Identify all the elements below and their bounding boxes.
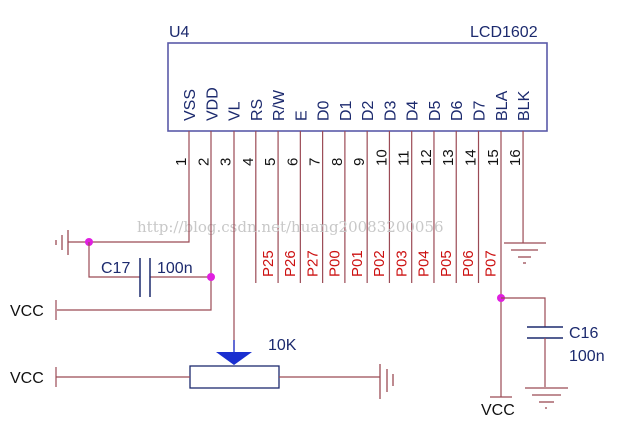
potentiometer-body (189, 365, 280, 389)
pin-number-10: 10 (373, 149, 390, 166)
pin-number-4: 4 (240, 158, 257, 166)
component-designator: U4 (169, 24, 190, 41)
pin-name-8: D1 (338, 100, 355, 121)
ground-symbol-blk (504, 242, 546, 264)
pin-name-4: RS (249, 99, 266, 121)
net-label-p03: P03 (393, 250, 410, 277)
pin-wires (255, 131, 524, 283)
pin-number-13: 13 (440, 149, 457, 166)
vcc-label-vdd: VCC (10, 303, 44, 320)
pin-number-14: 14 (463, 149, 480, 166)
ground-symbol-vss (55, 230, 88, 255)
pin-name-6: E (293, 110, 310, 121)
pin-name-3: VL (227, 101, 244, 121)
component-part-name: LCD1602 (470, 24, 538, 41)
c17-designator: C17 (101, 260, 130, 277)
pin-number-5: 5 (262, 158, 279, 166)
pin-name-10: D3 (382, 100, 399, 121)
pin-name-16: BLK (516, 90, 533, 121)
vcc-label-bla: VCC (481, 402, 515, 419)
pin-name-5: R/W (271, 89, 288, 121)
pin-name-14: D7 (472, 100, 489, 121)
pin-number-2: 2 (195, 158, 212, 166)
net-label-p27: P27 (304, 250, 321, 277)
pin-number-12: 12 (418, 149, 435, 166)
net-label-p25: P25 (260, 250, 277, 277)
vss-wire (88, 131, 190, 243)
pin-number-1: 1 (173, 158, 190, 166)
net-label-p07: P07 (483, 250, 500, 277)
pin-name-9: D2 (360, 100, 377, 121)
pin-name-7: D0 (316, 100, 333, 121)
pin-number-8: 8 (329, 158, 346, 166)
net-label-p26: P26 (282, 250, 299, 277)
c17-left-wire (88, 242, 140, 278)
pin-number-3: 3 (218, 158, 235, 166)
pin-number-15: 15 (485, 149, 502, 166)
pin-name-1: VSS (182, 89, 199, 121)
pot-value: 10K (268, 337, 297, 354)
pin-name-2: VDD (204, 87, 221, 121)
c16-value: 100n (569, 348, 605, 365)
watermark-text: http://blog.csdn.net/huang20083200056 (137, 218, 444, 236)
pin-name-11: D4 (405, 100, 422, 121)
wiper-arrow-icon (216, 352, 252, 365)
net-label-p00: P00 (327, 250, 344, 277)
net-label-p06: P06 (460, 250, 477, 277)
capacitor-c16 (527, 326, 563, 339)
ground-symbol-c16 (525, 387, 568, 409)
c16-top-wire (501, 297, 546, 327)
c17-value: 100n (157, 260, 193, 277)
net-label-p02: P02 (371, 250, 388, 277)
c16-designator: C16 (569, 325, 598, 342)
net-label-p05: P05 (438, 250, 455, 277)
ground-symbol-pot (379, 364, 394, 399)
net-labels: P25 P26 P27 P00 P01 P02 P03 P04 P05 P06 P07 (260, 250, 500, 277)
net-label-p04: P04 (416, 250, 433, 277)
pin-number-16: 16 (507, 149, 524, 166)
net-label-p01: P01 (349, 250, 366, 277)
lcd1602-body (167, 42, 548, 132)
vdd-wire (57, 131, 212, 311)
pin-name-13: D6 (449, 100, 466, 121)
pin-name-15: BLA (494, 90, 511, 121)
pin-number-7: 7 (307, 158, 324, 166)
junction-vdd (207, 273, 215, 281)
pin-number-6: 6 (284, 158, 301, 166)
pin-number-11: 11 (396, 150, 413, 166)
pin-name-12: D5 (427, 100, 444, 121)
vcc-label-pot: VCC (10, 370, 44, 387)
pin-number-9: 9 (351, 158, 368, 166)
capacitor-c17 (139, 258, 151, 297)
